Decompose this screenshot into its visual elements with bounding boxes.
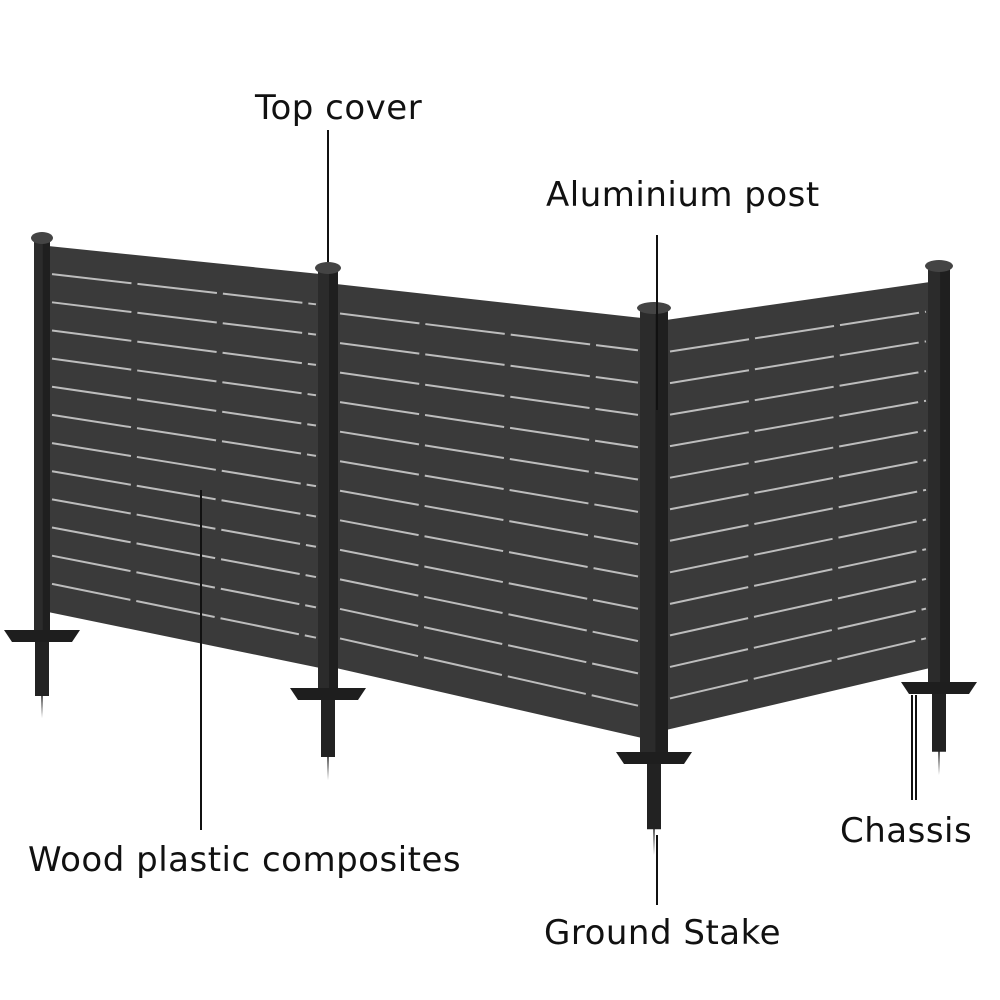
chassis-plate [901, 682, 977, 694]
top-cover [31, 232, 53, 244]
slat-gap [51, 442, 317, 488]
slat-gap [669, 310, 927, 353]
slat-gap [669, 459, 927, 511]
top-cover [925, 260, 953, 272]
slat-gap [669, 399, 927, 448]
panel-board [336, 284, 642, 738]
slat-gap [339, 548, 639, 610]
slat-gap [669, 488, 927, 542]
slat-gap [669, 429, 927, 479]
post-shade [42, 238, 50, 630]
slat-gap [669, 607, 927, 668]
panel-board [666, 282, 930, 730]
slat-gap [669, 548, 927, 605]
slat-gap [669, 637, 927, 700]
slat-gap [51, 329, 317, 366]
panel-board [48, 246, 320, 668]
ground-stake-shaft [647, 752, 661, 830]
slat-gap [51, 554, 317, 609]
top-cover-label: Top cover [255, 88, 423, 128]
chassis-plate [616, 752, 692, 764]
ground-stake-label: Ground Stake [544, 913, 782, 953]
slat-gap [339, 342, 639, 384]
ground-stake-shaft [321, 688, 335, 757]
slat-gap [51, 357, 317, 397]
aluminium-post-2 [290, 262, 366, 780]
slat-gap [339, 371, 639, 416]
slat-gap [339, 460, 639, 513]
post-shade [329, 268, 338, 688]
fence-panel-2 [336, 284, 642, 738]
wood-plastic-composites-label: Wood plastic composites [28, 840, 462, 880]
slat-gap [339, 401, 639, 449]
slat-gap [669, 518, 927, 574]
post-shade [655, 308, 668, 752]
slat-gap [339, 637, 639, 707]
slat-gap [51, 526, 317, 579]
slat-gap [51, 582, 317, 639]
chassis-plate [290, 688, 366, 700]
aluminium-post-3 [616, 302, 692, 855]
aluminium-post-1 [4, 232, 80, 718]
slat-gap [669, 370, 927, 416]
slat-gap [51, 498, 317, 548]
slat-gap [339, 519, 639, 578]
slat-gap [339, 489, 639, 546]
fence-panel-1 [48, 246, 320, 668]
slat-gap [51, 470, 317, 518]
chassis-plate [4, 630, 80, 642]
ground-stake-shaft [932, 682, 946, 752]
post-shade [940, 266, 950, 682]
slat-gap [339, 430, 639, 481]
slat-gap [339, 312, 639, 352]
slat-gap [669, 577, 927, 637]
slat-gap [51, 413, 317, 457]
slat-gap [51, 385, 317, 427]
slat-gap [339, 607, 639, 675]
slat-gap [339, 578, 639, 643]
chassis-label: Chassis [840, 811, 973, 851]
aluminium-post-4 [901, 260, 977, 775]
aluminium-post-label: Aluminium post [546, 175, 820, 215]
ground-stake-shaft [35, 630, 49, 696]
fence-panel-3 [666, 282, 930, 730]
top-cover [315, 262, 341, 274]
top-cover [637, 302, 671, 314]
slat-gap [51, 301, 317, 336]
slat-gap [51, 273, 317, 306]
slat-gap [669, 340, 927, 385]
